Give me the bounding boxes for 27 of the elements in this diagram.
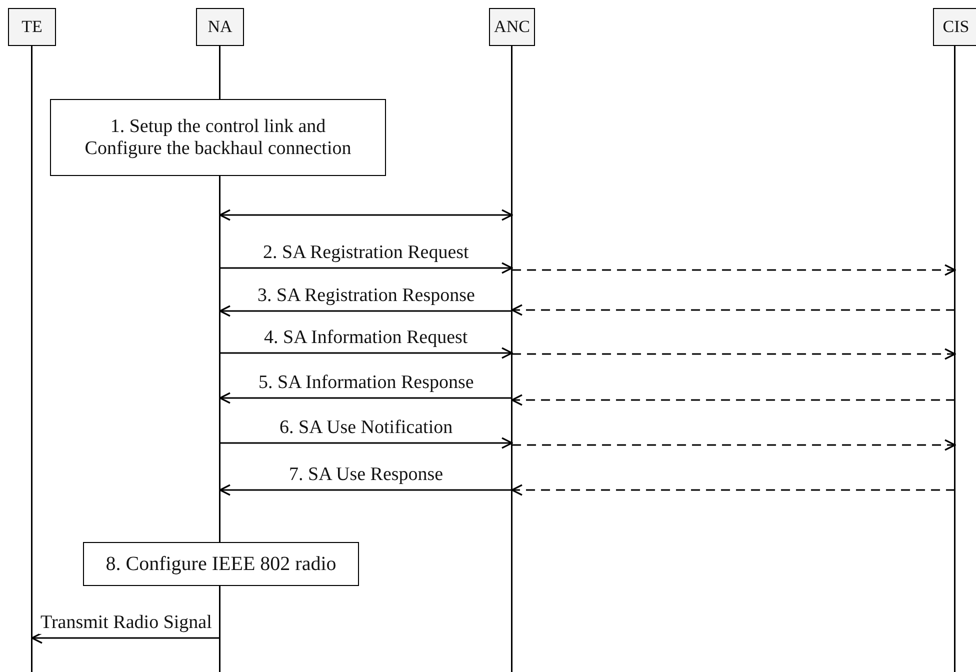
message-arrow xyxy=(511,484,955,496)
message-arrow xyxy=(31,632,220,644)
message-arrow xyxy=(219,305,512,317)
edge-label: 5. SA Information Response xyxy=(256,372,476,394)
message-arrow xyxy=(220,262,513,274)
message-arrow xyxy=(511,304,955,316)
participant-box: ANC xyxy=(489,8,535,46)
process-box: 8. Configure IEEE 802 radio xyxy=(83,542,359,586)
edge-label: 2. SA Registration Request xyxy=(261,242,471,264)
process-box: 1. Setup the control link and Configure the backhaul connection xyxy=(50,99,386,176)
edge-label: 4. SA Information Request xyxy=(262,327,470,349)
edge-label: Transmit Radio Signal xyxy=(38,612,214,634)
message-arrow xyxy=(220,437,513,449)
message-arrow xyxy=(512,264,956,276)
message-arrow xyxy=(511,394,955,406)
message-arrow xyxy=(220,347,513,359)
message-arrow xyxy=(512,348,956,360)
participant-box: CIS xyxy=(933,8,976,46)
message-arrow xyxy=(219,484,512,496)
message-arrow xyxy=(512,439,956,451)
message-arrow xyxy=(219,392,512,404)
participant-box: NA xyxy=(196,8,244,46)
message-arrow xyxy=(219,209,513,221)
edge-label: 3. SA Registration Response xyxy=(256,285,477,307)
edge-label: 7. SA Use Response xyxy=(287,464,446,486)
lifeline xyxy=(933,8,976,672)
participant-box: TE xyxy=(8,8,56,46)
